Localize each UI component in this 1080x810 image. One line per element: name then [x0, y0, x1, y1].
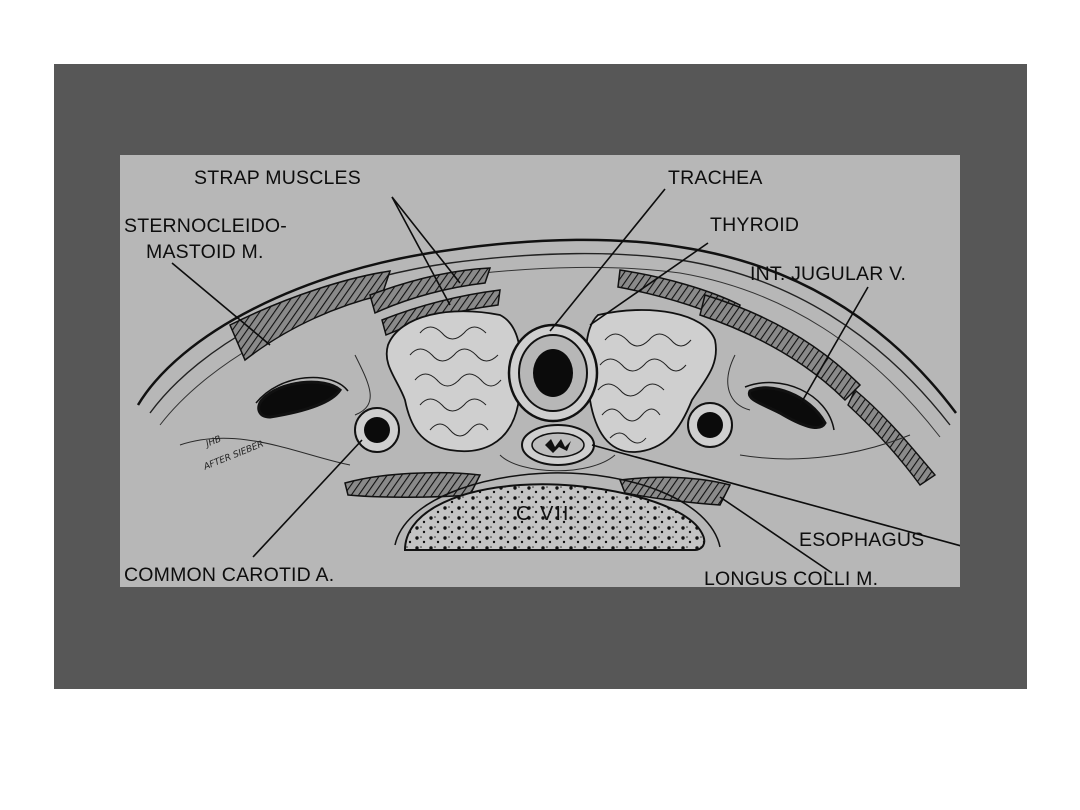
longus-colli-left: [344, 471, 482, 498]
label-int-jugular: INT. JUGULAR V.: [750, 263, 907, 285]
int-jugular-left: [257, 380, 342, 419]
skin-outline: [136, 238, 957, 414]
leader-lines: [171, 188, 960, 574]
vertebra-c7: [403, 483, 706, 551]
label-esophagus: ESOPHAGUS: [799, 529, 925, 551]
fascia-lines: [179, 354, 911, 472]
trachea-lumen: [533, 349, 573, 397]
anatomy-illustration: STRAP MUSCLES TRACHEA STERNOCLEIDO- MAST…: [120, 155, 960, 587]
label-sternocleidomastoid-line1: STERNOCLEIDO-: [124, 215, 287, 237]
slide-background: STRAP MUSCLES TRACHEA STERNOCLEIDO- MAST…: [54, 64, 1027, 689]
label-sternocleidomastoid-line2: MASTOID M.: [146, 241, 264, 263]
neck-cross-section-drawing: [136, 188, 960, 574]
sternocleidomastoid-left: [229, 270, 392, 362]
strap-muscle-left-1: [369, 267, 492, 315]
int-jugular-right: [747, 386, 827, 429]
sternocleidomastoid-right: [699, 294, 862, 402]
longus-colli-right: [618, 476, 732, 506]
label-vertebra: C VII: [516, 503, 571, 525]
label-longus-colli: LONGUS COLLI M.: [704, 568, 879, 588]
label-strap-muscles: STRAP MUSCLES: [194, 167, 361, 189]
thyroid-left-lobe: [385, 310, 522, 453]
label-thyroid: THYROID: [710, 214, 800, 236]
label-trachea: TRACHEA: [668, 167, 763, 189]
label-common-carotid: COMMON CAROTID A.: [124, 564, 335, 586]
thyroid-lobules: [409, 326, 692, 444]
